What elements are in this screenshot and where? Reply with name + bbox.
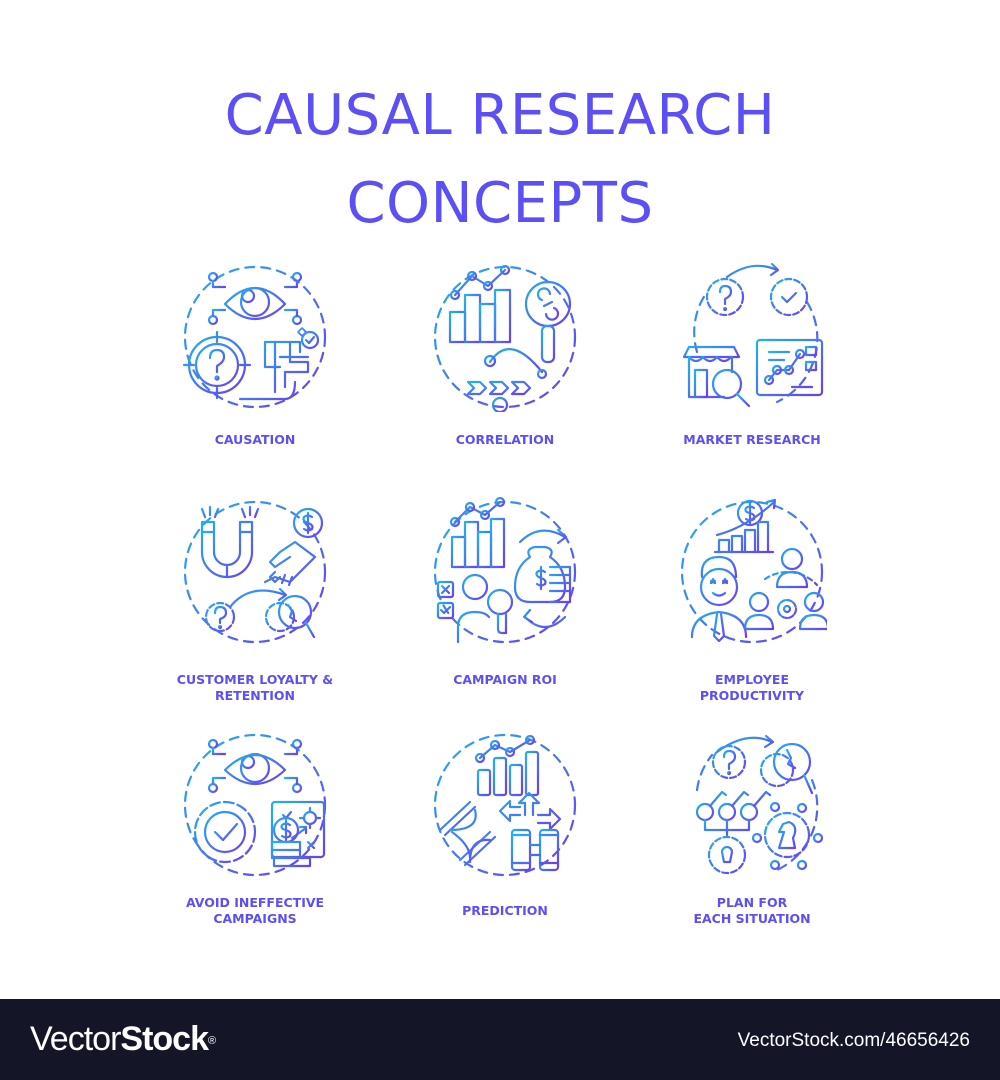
employee-productivity-icon <box>677 497 827 647</box>
concept-label: MARKET RESEARCH <box>683 432 821 447</box>
concept-label: CAUSATION <box>214 432 296 447</box>
plan-for-each-situation-icon <box>677 730 827 880</box>
concept-label: CAMPAIGN ROI <box>453 672 557 687</box>
campaign-roi-icon <box>430 497 580 647</box>
concept-label: EMPLOYEE PRODUCTIVITY <box>699 672 805 703</box>
market-research-icon <box>677 262 827 412</box>
image-reference-link[interactable]: VectorStock.com/46656426 <box>737 1030 970 1051</box>
concept-label: PLAN FOR EACH SITUATION <box>693 895 811 926</box>
concept-label: CUSTOMER LOYALTY & RETENTION <box>176 672 334 703</box>
avoid-ineffective-campaigns-icon <box>180 730 330 880</box>
title-line-2: CONCEPTS <box>346 171 654 236</box>
causation-icon <box>180 262 330 412</box>
registered-mark: ® <box>207 1035 217 1047</box>
customer-loyalty-icon <box>180 497 330 647</box>
correlation-icon <box>430 262 580 412</box>
footer-bar: VectorStock® VectorStock.com/46656426 <box>0 999 1000 1080</box>
concept-label: PREDICTION <box>462 903 548 918</box>
concept-label: CORRELATION <box>455 432 555 447</box>
concept-label: AVOID INEFFECTIVE CAMPAIGNS <box>185 895 325 926</box>
prediction-icon <box>430 730 580 880</box>
concepts-grid: CAUSATION CORRELATION <box>176 262 827 926</box>
brand-light: Vector <box>30 1020 121 1058</box>
brand-bold: Stock <box>120 1020 209 1058</box>
page-title: CAUSAL RESEARCH CONCEPTS <box>0 72 1000 248</box>
title-line-1: CAUSAL RESEARCH <box>224 83 776 148</box>
vectorstock-logo[interactable]: VectorStock® <box>30 1019 216 1059</box>
